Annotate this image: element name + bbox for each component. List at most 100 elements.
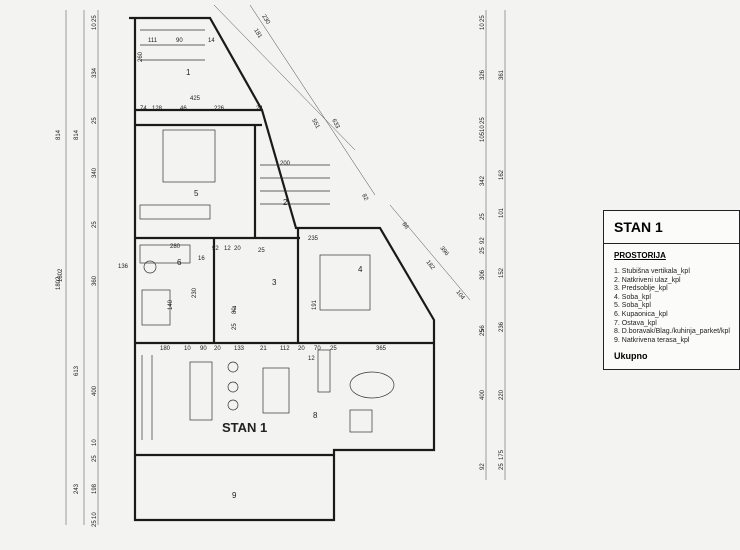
dimension-label: 425 bbox=[190, 96, 201, 102]
dimension-label: 342 bbox=[480, 175, 486, 186]
dimension-label: 46 bbox=[180, 106, 187, 112]
dimension-label: 1802 bbox=[56, 276, 62, 290]
dimension-label: 20 bbox=[234, 246, 241, 252]
dimension-label: 10 bbox=[92, 512, 98, 519]
dimension-label: 25 bbox=[480, 247, 486, 254]
dimension-label: 25 bbox=[499, 463, 505, 470]
dimension-label: 198 bbox=[92, 483, 98, 494]
room-number-8: 8 bbox=[313, 411, 318, 420]
dimension-label: 180 bbox=[160, 346, 171, 352]
legend-item: 8. D.boravak/Blag./kuhinja_parket/kpl bbox=[614, 328, 730, 336]
dimension-label: 112 bbox=[280, 346, 290, 352]
room-number-2: 2 bbox=[283, 198, 288, 207]
dimension-label: 340 bbox=[92, 167, 98, 178]
dimension-label: 16 bbox=[198, 256, 205, 262]
dimension-label: 20 bbox=[298, 346, 305, 352]
room-number-1: 1 bbox=[186, 68, 191, 77]
plan-label: STAN 1 bbox=[222, 420, 267, 435]
dimension-label: 25 bbox=[92, 520, 98, 527]
room-number-6: 6 bbox=[177, 258, 182, 267]
dimension-label: 25 bbox=[480, 15, 486, 22]
dimension-label: 191 bbox=[312, 299, 318, 310]
dimension-label: 280 bbox=[170, 244, 181, 250]
dimension-label: 90 bbox=[176, 38, 183, 44]
dimension-label: 92 bbox=[480, 237, 486, 244]
dimension-label: 80 bbox=[232, 307, 238, 314]
dimension-label: 86 bbox=[400, 222, 409, 231]
legend-subtitle: PROSTORIJA bbox=[614, 251, 666, 260]
room-legend: STAN 1 PROSTORIJA 1. Stubišna vertikala_… bbox=[603, 210, 740, 370]
dimension-label: 111 bbox=[148, 38, 158, 44]
dimension-label: 230 bbox=[192, 287, 198, 298]
room-number-7: 7 bbox=[232, 305, 237, 314]
furniture bbox=[139, 29, 395, 440]
dimension-label: 175 bbox=[499, 449, 505, 460]
dimension-label: 12 bbox=[224, 246, 231, 252]
dimension-label: 74 bbox=[140, 106, 147, 112]
dimension-label: 551 bbox=[310, 118, 320, 130]
dimension-label: 140 bbox=[168, 299, 174, 310]
dimension-label: 814 bbox=[74, 129, 80, 140]
dimension-label: 25 bbox=[480, 117, 486, 124]
legend-item: 1. Stubišna vertikala_kpl bbox=[614, 268, 690, 275]
dimension-label: 360 bbox=[92, 275, 98, 286]
dimension-label: 25 bbox=[92, 117, 98, 124]
dimension-label: 181 bbox=[252, 28, 263, 40]
legend-item: 2. Natkriveni ulaz_kpl bbox=[614, 276, 681, 284]
dimension-label: 633 bbox=[330, 118, 340, 130]
dimension-label: 104 bbox=[454, 290, 465, 302]
dimension-label: 361 bbox=[499, 69, 505, 80]
dimension-label: 136 bbox=[118, 264, 129, 270]
legend-item: 5. Soba_kpl bbox=[614, 302, 651, 310]
dimension-label: 400 bbox=[92, 385, 98, 396]
dimension-label: 10 bbox=[480, 23, 486, 30]
dimension-label: 25 bbox=[480, 329, 486, 336]
legend-item: 7. Ostava_kpl bbox=[614, 319, 657, 327]
dimension-label: 21 bbox=[260, 346, 267, 352]
dimension-label: 25 bbox=[92, 15, 98, 22]
walls bbox=[129, 16, 436, 522]
dimension-label: 400 bbox=[480, 389, 486, 400]
dimension-label: 25 bbox=[232, 323, 238, 330]
dimension-label: 396 bbox=[438, 246, 449, 258]
dimension-label: 230 bbox=[260, 14, 271, 26]
dimension-label: 236 bbox=[499, 321, 505, 332]
dimension-label: 814 bbox=[56, 129, 62, 140]
dimension-label: 25 bbox=[480, 213, 486, 220]
dimension-label: 90 bbox=[200, 346, 207, 352]
legend-item: 3. Predsoblje_kpl bbox=[614, 285, 668, 293]
dimension-label: 25 bbox=[92, 455, 98, 462]
room-labels: 1 2 3 4 5 6 7 8 9 STAN 1 bbox=[177, 68, 363, 500]
dimension-label: 25 bbox=[92, 221, 98, 228]
dimension-label: 152 bbox=[499, 267, 505, 278]
dimension-label: 365 bbox=[376, 346, 387, 352]
dimension-lines bbox=[65, 4, 506, 525]
dimension-label: 334 bbox=[92, 67, 98, 78]
dimension-label: 56 bbox=[480, 325, 486, 332]
legend-list: 1. Stubišna vertikala_kpl 2. Natkriveni … bbox=[604, 268, 739, 345]
dimension-label: 162 bbox=[499, 169, 505, 180]
dimension-label: 613 bbox=[74, 365, 80, 376]
dimension-label: 20 bbox=[214, 346, 221, 352]
room-number-9: 9 bbox=[232, 491, 237, 500]
legend-title: STAN 1 bbox=[604, 211, 739, 244]
dimension-label: 92 bbox=[480, 463, 486, 470]
dimension-label: 25 bbox=[330, 346, 337, 352]
room-number-5: 5 bbox=[194, 189, 199, 198]
room-number-4: 4 bbox=[358, 265, 363, 274]
dimension-label: 235 bbox=[308, 236, 319, 242]
dimension-label: 24 bbox=[256, 106, 263, 112]
dimension-label: 10 bbox=[92, 439, 98, 446]
dimension-label: 105 bbox=[480, 131, 486, 142]
dimension-label: 260 bbox=[138, 51, 144, 62]
dimension-label: 128 bbox=[152, 106, 163, 112]
dimension-label: 10 bbox=[480, 125, 486, 132]
dimension-label: 226 bbox=[214, 106, 225, 112]
legend-item: 4. Soba_kpl bbox=[614, 293, 651, 301]
dimension-label: 220 bbox=[499, 389, 505, 400]
legend-item: 6. Kupaonica_kpl bbox=[614, 310, 668, 318]
dimension-label: 70 bbox=[314, 346, 321, 352]
room-number-3: 3 bbox=[272, 278, 277, 287]
